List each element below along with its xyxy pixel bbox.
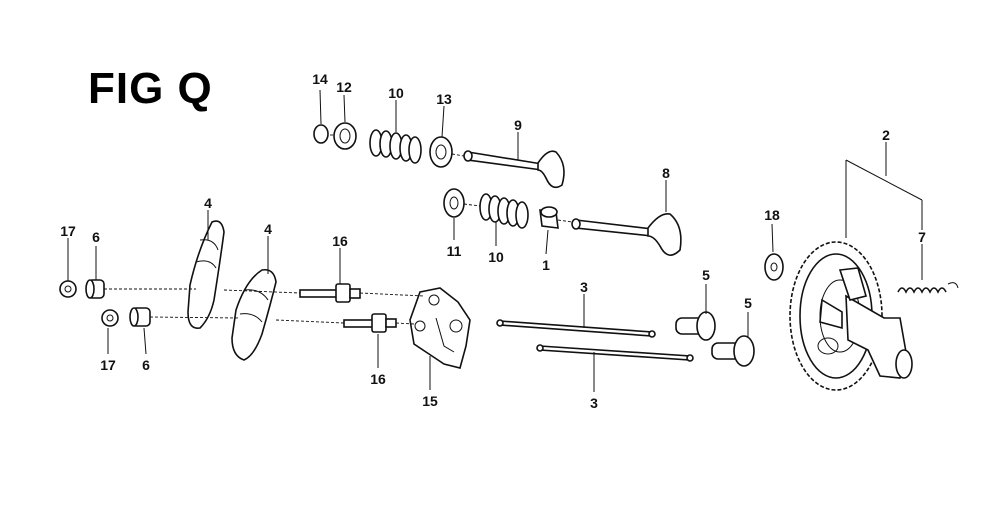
push-rod-3-lower (536, 344, 694, 362)
valve-9 (463, 150, 565, 189)
callout-4-lower: 4 (264, 221, 272, 237)
callout-7: 7 (918, 229, 926, 245)
callout-3-lower: 3 (590, 395, 598, 411)
callout-11: 11 (447, 243, 462, 259)
callout-17-upper: 17 (60, 223, 76, 239)
callout-1: 1 (542, 257, 550, 273)
callout-4-upper: 4 (204, 195, 212, 211)
callout-14: 14 (312, 71, 328, 87)
callout-12: 12 (336, 79, 352, 95)
pivot-6-lower (129, 307, 151, 327)
tappet-5-upper (675, 311, 716, 341)
callout-3-upper: 3 (580, 279, 588, 295)
assembly-lines (104, 134, 573, 325)
rocker-stud-16-lower (343, 313, 397, 333)
spring-seat-11 (443, 188, 465, 218)
rocker-arm-4-upper (187, 220, 225, 329)
washer-18 (764, 253, 784, 281)
decompressor-spring-7 (897, 282, 959, 294)
callout-18: 18 (764, 207, 780, 223)
retainer-14 (313, 124, 329, 144)
callout-10-upper: 10 (388, 85, 404, 101)
pivot-6-upper (85, 279, 105, 299)
valve-spring-10-upper (369, 129, 422, 164)
valve-8 (571, 212, 682, 256)
callout-16-upper: 16 (332, 233, 348, 249)
callout-13: 13 (436, 91, 452, 107)
nut-17-upper (59, 280, 77, 298)
guide-plate-15 (409, 287, 471, 369)
rocker-arm-4-lower (231, 268, 277, 361)
valve-seal-1 (539, 206, 559, 229)
callout-15: 15 (422, 393, 438, 409)
callout-2: 2 (882, 127, 890, 143)
nut-17-lower (101, 309, 119, 327)
callout-16-lower: 16 (370, 371, 386, 387)
callout-9: 9 (514, 117, 522, 133)
callout-6-upper: 6 (92, 229, 100, 245)
camshaft-gear-2 (789, 241, 913, 391)
spring-seat-13 (429, 136, 453, 168)
push-rod-3-upper (496, 319, 656, 338)
tappet-5-lower (711, 335, 755, 367)
callout-labels: 14 12 10 13 9 8 11 10 1 2 18 7 4 4 17 6 … (60, 71, 926, 411)
valve-spring-10-lower (479, 193, 529, 229)
callout-10-lower: 10 (488, 249, 504, 265)
callout-5-upper: 5 (702, 267, 710, 283)
leader-lines (67, 89, 923, 392)
rocker-stud-16-upper (299, 283, 361, 303)
callout-17-lower: 17 (100, 357, 116, 373)
callout-6-lower: 6 (142, 357, 150, 373)
figure-title: FIG Q (88, 64, 213, 113)
callout-5-lower: 5 (744, 295, 752, 311)
callout-8: 8 (662, 165, 670, 181)
cap-12 (333, 122, 357, 150)
